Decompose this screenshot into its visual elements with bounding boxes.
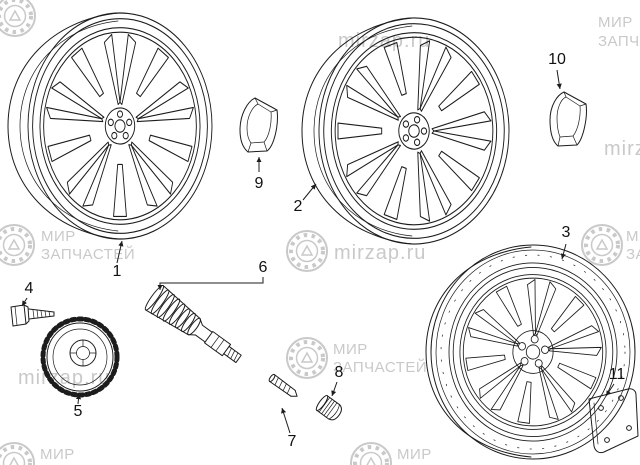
callout-11-leader [605, 383, 615, 397]
callout-3-label: 3 [562, 224, 571, 241]
watermark-site-text: mirzap.ru [338, 30, 430, 52]
callout-10-label: 10 [548, 51, 566, 68]
callout-6-leader [157, 277, 264, 291]
callout-3-leader [560, 243, 567, 260]
watermark-site-text: mirzap.ru [18, 367, 110, 389]
callout-1-label: 1 [113, 263, 122, 280]
wheel-rear-view-3 [425, 244, 636, 460]
callout-11-label: 11 [609, 366, 626, 383]
watermark-brand-text: МИР [397, 446, 432, 463]
callout-9-label: 9 [255, 175, 264, 192]
wheel-rim [437, 251, 629, 453]
callout-8-leader [331, 381, 338, 397]
part-4-wheel-bolt [10, 304, 55, 327]
watermark-logo [0, 0, 37, 38]
callout-5-label: 5 [74, 403, 83, 420]
wheel-hub [104, 107, 136, 145]
watermark-brand-text: ЗАПЧАСТЕЙ [41, 245, 135, 263]
watermark-brand-text: ЗАПЧАСТЕЙ [598, 32, 640, 50]
part-8-valve-cap [315, 395, 342, 421]
watermark-logo [0, 441, 36, 465]
watermark-logo [285, 229, 329, 273]
callout-4-label: 4 [25, 280, 34, 297]
watermark-logo [349, 441, 393, 465]
callout-2-leader [302, 183, 317, 201]
part-10-trim-cover [549, 91, 587, 147]
part-11-bracket-plate [588, 388, 639, 454]
watermark-logo [580, 223, 624, 267]
callout-1-leader [116, 240, 124, 264]
part-6-valve-stem [144, 285, 242, 364]
wheel-front-alloy-1 [7, 12, 213, 240]
callout-5-leader [75, 393, 82, 405]
callout-leaders [21, 69, 615, 434]
callout-6-label: 6 [259, 259, 268, 276]
watermark-brand-text: МИР [40, 446, 75, 463]
watermark-site-text: mirzap.ru [604, 138, 640, 160]
wheel-spokes [44, 34, 195, 216]
watermark-brand-text: МИР [598, 14, 633, 31]
part-7-valve-core [268, 373, 298, 397]
callout-2-label: 2 [294, 198, 303, 215]
callout-4-leader [21, 297, 28, 307]
watermark-brand-text: МИР [333, 341, 368, 358]
wheel-spokes [455, 270, 611, 432]
callout-7-leader [281, 407, 291, 434]
watermark-logo [0, 223, 36, 267]
watermark-logo [285, 336, 329, 380]
callout-7-label: 7 [288, 433, 297, 450]
callout-labels: 1 2 3 4 5 6 7 8 9 10 11 [25, 51, 626, 450]
part-9-trim-cover [239, 97, 278, 153]
wheel-hub [394, 107, 434, 155]
watermark-brand-text: ЗАПЧАСТЕЙ [626, 245, 640, 263]
watermark-brand-text: МИР [41, 228, 76, 245]
callout-10-leader [556, 69, 562, 90]
watermark-brand-text: МИР [626, 228, 640, 245]
watermark-brand-text: ЗАПЧАСТЕЙ [333, 358, 427, 376]
watermark-site-text: mirzap.ru [334, 242, 426, 264]
callout-8-label: 8 [335, 364, 344, 381]
wheel-front-alloy-2 [293, 0, 535, 274]
